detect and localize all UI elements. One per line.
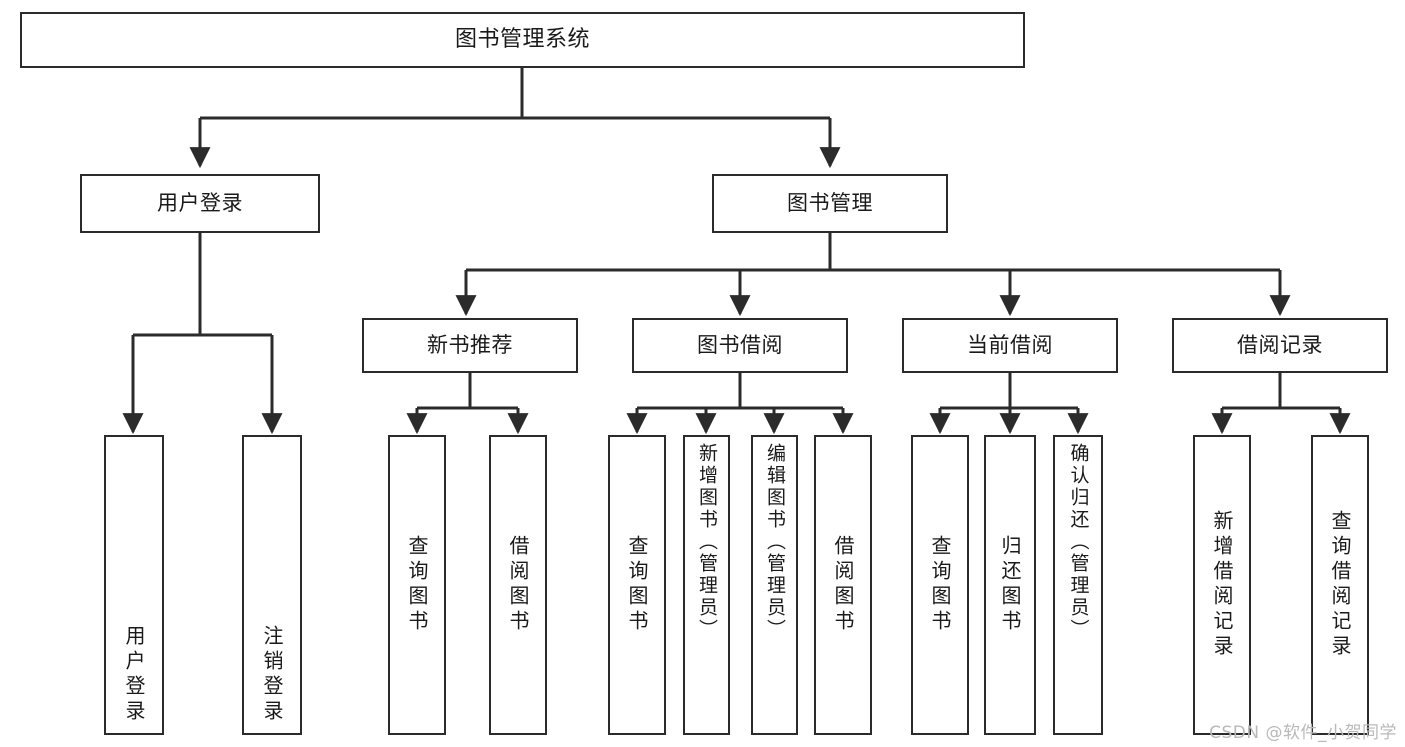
node-label: 用户登录 [157,191,243,216]
node-label: 图书借阅 [697,333,783,358]
node-label: 查询借阅记录 [1328,510,1352,660]
node-label: 查询图书 [625,535,649,635]
node-root-book-management-system[interactable]: 图书管理系统 [20,12,1025,68]
leaf-new-book-query-book[interactable]: 查询图书 [388,435,446,735]
leaf-borrow-record-query-record[interactable]: 查询借阅记录 [1311,435,1369,735]
node-label: 确认归还（管理员） [1067,443,1090,641]
node-label: 归还图书 [998,535,1022,635]
node-book-borrow[interactable]: 图书借阅 [632,318,848,373]
leaf-borrow-record-add-record[interactable]: 新增借阅记录 [1193,435,1251,735]
leaf-current-borrow-query-book[interactable]: 查询图书 [911,435,969,735]
csdn-watermark: CSDN @软件_小贺同学 [1209,723,1397,743]
node-user-login[interactable]: 用户登录 [80,174,320,233]
node-label: 借阅图书 [831,535,855,635]
node-label: 查询图书 [928,535,952,635]
node-label: 借阅记录 [1237,333,1323,358]
leaf-current-borrow-return-book[interactable]: 归还图书 [984,435,1036,735]
leaf-new-book-borrow-book[interactable]: 借阅图书 [489,435,547,735]
leaf-book-borrow-edit-book-admin[interactable]: 编辑图书（管理员） [751,435,798,735]
leaf-current-borrow-confirm-return-admin[interactable]: 确认归还（管理员） [1053,435,1103,735]
leaf-book-borrow-add-book-admin[interactable]: 新增图书（管理员） [683,435,730,735]
node-label: 新增图书（管理员） [696,443,718,641]
leaf-user-login-logout[interactable]: 注销登录 [242,435,302,735]
node-book-management[interactable]: 图书管理 [712,174,948,233]
node-borrow-record[interactable]: 借阅记录 [1172,318,1388,373]
node-label: 借阅图书 [506,535,530,635]
node-label: 编辑图书（管理员） [764,443,786,641]
node-label: 新书推荐 [427,333,513,358]
node-label: 新增借阅记录 [1210,510,1234,660]
leaf-book-borrow-query-book[interactable]: 查询图书 [608,435,666,735]
node-label: 注销登录 [260,625,284,725]
node-label: 当前借阅 [967,333,1053,358]
leaf-user-login-login[interactable]: 用户登录 [104,435,164,735]
node-label: 图书管理 [787,191,873,216]
node-label: 查询图书 [405,535,429,635]
leaf-book-borrow-borrow-book[interactable]: 借阅图书 [814,435,872,735]
node-label: 用户登录 [122,625,146,725]
node-current-borrow[interactable]: 当前借阅 [902,318,1118,373]
node-new-book-recommend[interactable]: 新书推荐 [362,318,578,373]
node-label: 图书管理系统 [454,27,590,53]
